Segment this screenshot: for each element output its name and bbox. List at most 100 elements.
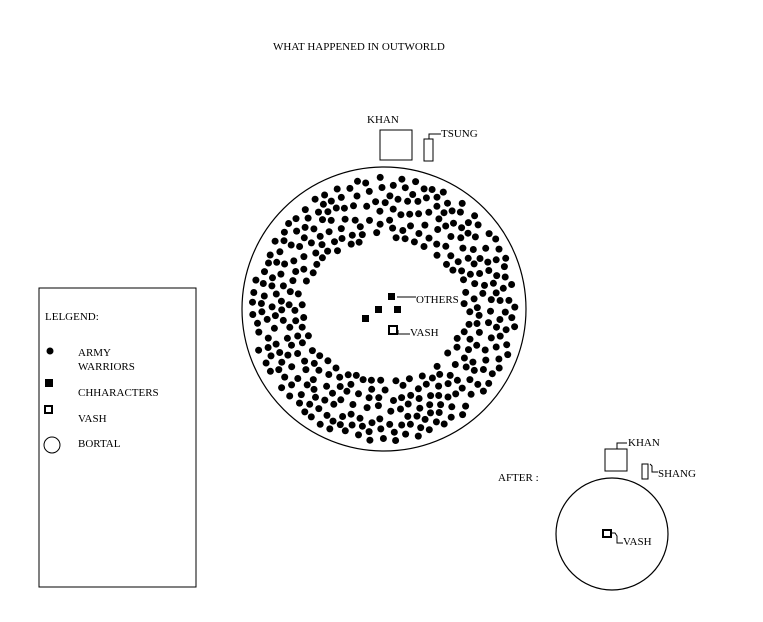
army-warrior-dot: [348, 231, 356, 239]
army-warrior-dot: [402, 430, 410, 438]
army-warrior-dot: [386, 420, 394, 428]
army-warrior-dot: [289, 277, 297, 285]
others-label: OTHERS: [416, 294, 459, 306]
army-warrior-dot: [414, 432, 422, 440]
army-warrior-dot: [308, 347, 316, 355]
army-warrior-dot: [406, 420, 414, 428]
army-warrior-dot: [254, 319, 261, 327]
army-warrior-dot: [434, 226, 442, 233]
army-warrior-dot: [261, 268, 268, 276]
army-warrior-dot: [493, 272, 501, 280]
army-warrior-dot: [332, 204, 340, 212]
army-warrior-dot: [271, 312, 279, 320]
diagram-title: WHAT HAPPENED IN OUTWORLD: [273, 41, 445, 53]
army-warrior-dot: [307, 239, 315, 247]
army-warrior-dot: [268, 282, 276, 290]
khan-label: KHAN: [367, 114, 399, 126]
army-warrior-dot: [389, 181, 397, 189]
army-warrior-dot: [292, 268, 300, 275]
army-warrior-dot: [409, 191, 417, 198]
army-warrior-dot: [492, 235, 500, 243]
army-warrior-dot: [312, 393, 319, 401]
army-warrior-dot: [355, 390, 362, 398]
army-warrior-dot: [278, 306, 286, 314]
army-warrior-dot: [485, 267, 493, 274]
army-warrior-dot: [347, 240, 355, 248]
army-warrior-dot: [428, 186, 436, 193]
army-warrior-dot: [433, 193, 441, 201]
army-warrior-dot: [331, 238, 338, 246]
army-warrior-dot: [288, 363, 296, 371]
army-warrior-dot: [462, 402, 470, 410]
army-warrior-dot: [401, 235, 409, 243]
army-warrior-dot: [414, 197, 422, 205]
army-warrior-dot: [376, 415, 384, 423]
legend-portal-label: BORTAL: [78, 438, 121, 450]
army-warrior-dot: [366, 436, 374, 444]
army-warrior-dot: [453, 334, 461, 342]
army-warrior-dot: [257, 300, 265, 307]
army-warrior-dot: [263, 315, 271, 323]
army-warrior-dot: [355, 238, 363, 246]
army-warrior-dot: [284, 351, 292, 359]
army-warrior-dot: [300, 265, 308, 273]
army-warrior-dot: [290, 257, 298, 265]
army-warrior-dot: [460, 276, 467, 284]
army-warrior-dot: [365, 394, 373, 402]
army-warrior-dot: [511, 323, 519, 331]
army-warrior-dot: [482, 356, 490, 364]
army-warrior-dot: [269, 274, 276, 282]
army-warrior-dot: [351, 216, 359, 224]
army-warrior-dot: [447, 252, 455, 260]
army-warrior-dot: [277, 270, 285, 278]
army-warrior-dot: [279, 282, 287, 290]
army-warrior-dot: [298, 323, 306, 331]
army-warrior-dot: [397, 405, 404, 413]
army-warrior-dot: [453, 343, 461, 351]
army-warrior-dot: [407, 391, 415, 399]
army-warrior-dot: [387, 407, 395, 415]
army-warrior-dot: [386, 216, 394, 224]
tsung-label: TSUNG: [441, 128, 478, 140]
army-warrior-dot: [366, 216, 373, 224]
army-warrior-dot: [425, 426, 433, 434]
army-warriors-group: [249, 173, 519, 444]
army-warrior-dot: [326, 425, 334, 433]
army-warrior-dot: [292, 215, 300, 223]
army-warrior-dot: [358, 422, 366, 430]
army-warrior-dot: [294, 290, 302, 298]
army-warrior-dot: [464, 254, 472, 262]
army-warrior-dot: [286, 323, 294, 331]
army-warrior-dot: [300, 253, 308, 261]
army-warrior-dot: [435, 382, 443, 390]
army-warrior-dot: [421, 415, 429, 423]
army-warrior-dot: [386, 192, 394, 200]
army-warrior-dot: [249, 298, 256, 306]
army-warrior-dot: [280, 237, 288, 245]
army-warrior-dot: [454, 258, 462, 266]
army-warrior-dot: [406, 210, 414, 218]
army-warrior-dot: [397, 211, 405, 219]
army-warrior-dot: [363, 202, 371, 210]
after-shang-box: [641, 463, 649, 480]
army-warrior-dot: [465, 346, 472, 354]
army-warrior-dot: [264, 334, 272, 342]
army-warrior-dot: [315, 208, 322, 216]
army-warrior-dot: [502, 326, 510, 334]
army-warrior-dot: [339, 413, 347, 420]
army-warrior-dot: [379, 435, 387, 442]
army-warrior-dot: [325, 371, 333, 378]
army-warrior-dot: [288, 341, 295, 349]
army-warrior-dot: [503, 341, 511, 349]
army-warrior-dot: [442, 222, 450, 230]
army-warrior-dot: [358, 231, 366, 239]
army-warrior-dot: [338, 235, 346, 242]
army-warrior-dot: [356, 223, 364, 231]
army-warrior-dot: [425, 208, 433, 216]
tsung-box: [423, 138, 434, 162]
army-warrior-dot: [381, 199, 389, 207]
army-warrior-dot: [414, 385, 422, 393]
army-warrior-dot: [447, 233, 455, 240]
army-warrior-dot: [444, 349, 452, 357]
army-warrior-dot: [508, 314, 516, 322]
